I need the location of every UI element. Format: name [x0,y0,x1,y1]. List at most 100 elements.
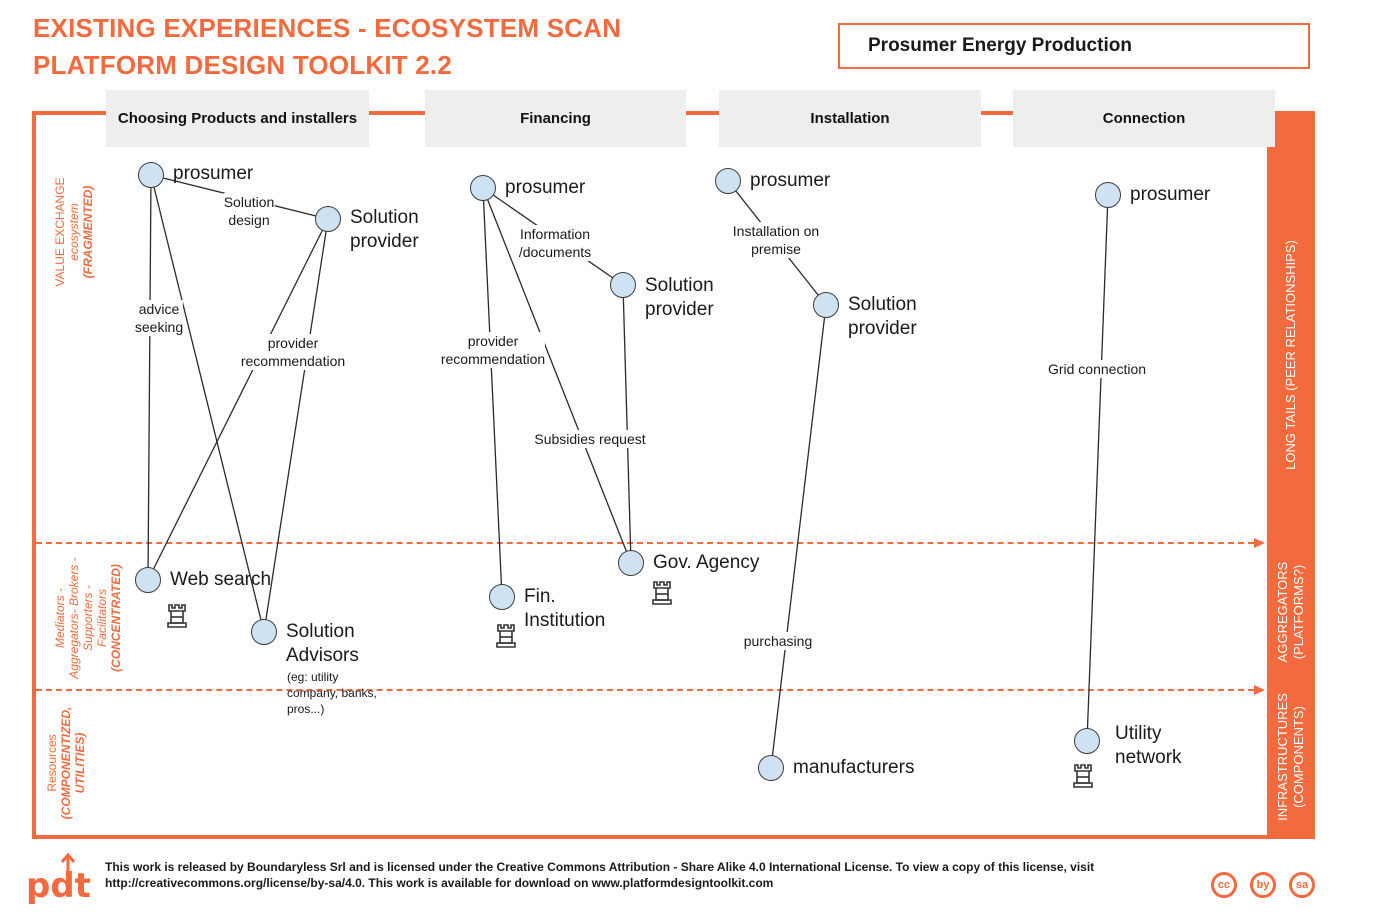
node-solution-provider-3 [813,292,839,318]
label-line: Solution [645,275,714,296]
edge-prosumer-gov-agency [482,187,632,564]
node-label-solution-provider-3: Solution provider [848,293,917,341]
phase-label: Choosing Products and installers [117,110,358,127]
right-layer-band [1267,111,1315,839]
case-title-box: Prosumer Energy Production [838,23,1310,69]
edge-label-solution-design: Solution design [223,193,275,229]
cc-by-icon: by [1250,872,1276,898]
license-text: This work is released by Boundaryless Sr… [105,859,1094,891]
phase-label: Installation [810,110,890,127]
rook-icon [652,581,672,605]
phase-header-connection: Connection [1013,90,1275,147]
edge-prosumer-solution-advisors [150,174,265,633]
label-line: Utility [1115,723,1162,744]
toolkit-title-line-1: EXISTING EXPERIENCES - ECOSYSTEM SCAN [33,13,622,43]
edge-label-advice-seeking: advice seeking [134,300,184,336]
phase-label: Connection [1102,110,1186,127]
edge-prosumer-web-search [147,174,152,581]
label-line: pros...) [287,702,325,716]
label-line: advice [138,301,180,317]
node-label-solution-provider-2: Solution provider [645,274,714,322]
edge-solution-provider-solution-advisors [263,218,329,633]
edge-solution-provider-web-search [147,218,329,581]
node-utility-network [1074,728,1100,754]
label-line: design [228,212,270,228]
layer-divider-lower-arrow-icon [1254,685,1265,695]
layer-divider-upper [36,542,1254,544]
pdt-logo-text: pdt [26,866,91,906]
edge-prosumer-utility-network [1086,194,1109,742]
node-prosumer-2 [470,175,496,201]
node-web-search [135,567,161,593]
cc-sa-icon: sa [1289,872,1315,898]
phase-header-choosing: Choosing Products and installers [106,90,369,147]
node-manufacturers [758,755,784,781]
node-label-web-search: Web search [170,569,272,590]
label-line: network [1115,747,1182,768]
rook-icon [167,604,187,628]
phase-header-financing: Financing [425,90,686,147]
label-line: Fin. [524,586,556,607]
node-prosumer-3 [715,168,741,194]
label-line: Solution [286,621,355,642]
label-line: provider [350,231,419,252]
edge-label-purchasing: purchasing [743,632,813,650]
label-line: Solution [223,194,275,210]
node-solution-provider-1 [315,206,341,232]
pdt-logo-arrow-icon [60,852,76,878]
edge-label-subsidies-request: Subsidies request [534,430,646,448]
label-line: Installation on [732,223,820,239]
node-note-solution-advisors: (eg: utility company, banks, pros...) [287,669,377,717]
pdt-logo: pdt [24,850,91,912]
node-solution-advisors [251,619,277,645]
node-label-prosumer-3: prosumer [750,170,831,191]
license-line-2: http://creativecommons.org/license/by-sa… [105,876,774,890]
label-line: provider [848,318,917,339]
node-prosumer-1 [138,162,164,188]
label-line: Information [519,226,591,242]
edge-label-provider-recommendation-1: provider recommendation [240,334,346,370]
edge-label-installation-on-premise: Installation on premise [732,222,820,258]
license-line-1: This work is released by Boundaryless Sr… [105,860,1095,874]
node-label-manufacturers: manufacturers [793,757,915,778]
node-gov-agency [618,550,644,576]
node-label-prosumer-2: prosumer [505,177,586,198]
case-title: Prosumer Energy Production [868,35,1132,56]
toolkit-title-line-2: PLATFORM DESIGN TOOLKIT 2.2 [33,50,453,80]
node-label-prosumer-1: prosumer [173,163,254,184]
label-line: seeking [134,319,184,335]
phase-header-installation: Installation [719,90,981,147]
rook-icon [496,624,516,648]
label-line: Solution [350,207,419,228]
node-label-utility-network: Utility network [1115,722,1182,770]
node-label-fin-institution: Fin. Institution [524,585,605,633]
label-line: purchasing [743,633,813,649]
edge-solution-provider-manufacturers [770,304,827,769]
cc-icon: cc [1211,872,1237,898]
node-label-prosumer-4: prosumer [1130,184,1211,205]
label-line: Subsidies request [534,431,646,447]
label-line: provider [645,299,714,320]
label-line: Solution [848,294,917,315]
label-line: Grid connection [1047,361,1147,377]
node-solution-provider-2 [610,272,636,298]
node-prosumer-4 [1095,182,1121,208]
label-line: company, banks, [287,686,377,700]
node-fin-institution [489,584,515,610]
node-label-solution-provider-1: Solution provider [350,206,419,254]
edge-label-provider-recommendation-2: provider recommendation [440,332,546,368]
label-line: recommendation [240,353,346,369]
label-line: /documents [518,244,592,260]
rook-icon [1073,764,1093,788]
edge-prosumer-fin-institution [482,187,503,598]
label-line: (eg: utility [287,670,339,684]
layer-divider-upper-arrow-icon [1254,538,1265,548]
edge-label-information-documents: Information /documents [518,225,592,261]
label-line: provider [467,333,519,349]
edge-label-grid-connection: Grid connection [1047,360,1147,378]
node-label-solution-advisors: Solution Advisors [286,620,359,668]
phase-label: Financing [520,110,591,127]
label-line: Institution [524,610,606,631]
layer-divider-lower [36,689,1254,691]
